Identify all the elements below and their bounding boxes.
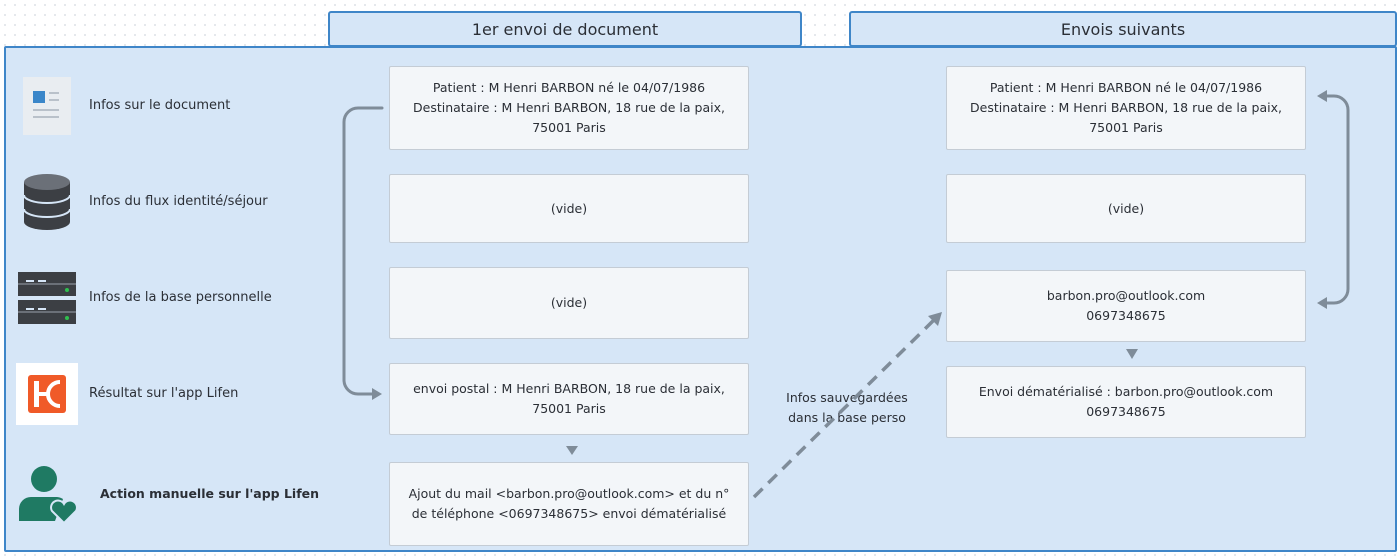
- row-label-personal-base: Infos de la base personnelle: [89, 290, 272, 305]
- card-next-document-info: Patient : M Henri BARBON né le 04/07/198…: [946, 66, 1306, 150]
- connector-action-to-saved: [752, 316, 938, 499]
- card-next-personal-base-text: barbon.pro@outlook.com 0697348675: [1046, 288, 1206, 323]
- connector-doc-to-result: [342, 106, 384, 396]
- card-next-identity-flow-text: (vide): [1107, 200, 1145, 216]
- arrowhead-doc-to-result: [372, 388, 382, 400]
- arrowhead-base-to-result: [1126, 349, 1138, 359]
- row-label-identity-flow: Infos du flux identité/séjour: [89, 194, 268, 209]
- card-first-document-info: Patient : M Henri BARBON né le 04/07/198…: [389, 66, 749, 150]
- card-first-identity-flow-text: (vide): [550, 200, 588, 216]
- saved-note: Infos sauvegardées dans la base perso: [786, 390, 908, 425]
- lifen-logo-icon: [16, 363, 78, 425]
- header-next-sendings-label: Envois suivants: [1060, 19, 1186, 39]
- card-first-personal-base: (vide): [389, 267, 749, 339]
- card-first-document-info-text: Patient : M Henri BARBON né le 04/07/198…: [413, 80, 725, 135]
- server-icon: [16, 267, 78, 329]
- card-next-result-text: Envoi dématérialisé : barbon.pro@outlook…: [978, 384, 1274, 419]
- connector-base-to-doc: [1323, 94, 1350, 305]
- card-first-result: envoi postal : M Henri BARBON, 18 rue de…: [389, 363, 749, 435]
- card-first-result-text: envoi postal : M Henri BARBON, 18 rue de…: [413, 381, 725, 416]
- user-heart-icon: [16, 463, 78, 525]
- arrowhead-action-to-saved: [928, 312, 942, 326]
- card-next-document-info-text: Patient : M Henri BARBON né le 04/07/198…: [970, 80, 1282, 135]
- card-next-identity-flow: (vide): [946, 174, 1306, 243]
- header-first-sending: 1er envoi de document: [328, 11, 802, 47]
- row-label-document-info: Infos sur le document: [89, 98, 231, 113]
- arrowhead-result-to-action: [566, 446, 578, 455]
- arrowhead-base-start: [1317, 297, 1327, 309]
- row-label-manual-action: Action manuelle sur l'app Lifen: [100, 486, 320, 501]
- document-icon: [16, 75, 78, 137]
- row-label-lifen-result: Résultat sur l'app Lifen: [89, 386, 239, 401]
- card-next-personal-base: barbon.pro@outlook.com 0697348675: [946, 270, 1306, 342]
- card-first-personal-base-text: (vide): [550, 295, 588, 310]
- header-first-sending-label: 1er envoi de document: [471, 19, 659, 39]
- card-first-identity-flow: (vide): [389, 174, 749, 243]
- card-first-manual-action: Ajout du mail <barbon.pro@outlook.com> e…: [389, 462, 749, 546]
- card-first-manual-action-text: Ajout du mail <barbon.pro@outlook.com> e…: [408, 486, 730, 521]
- arrowhead-base-to-doc: [1317, 90, 1327, 102]
- database-icon: [16, 171, 78, 233]
- card-next-result: Envoi dématérialisé : barbon.pro@outlook…: [946, 366, 1306, 438]
